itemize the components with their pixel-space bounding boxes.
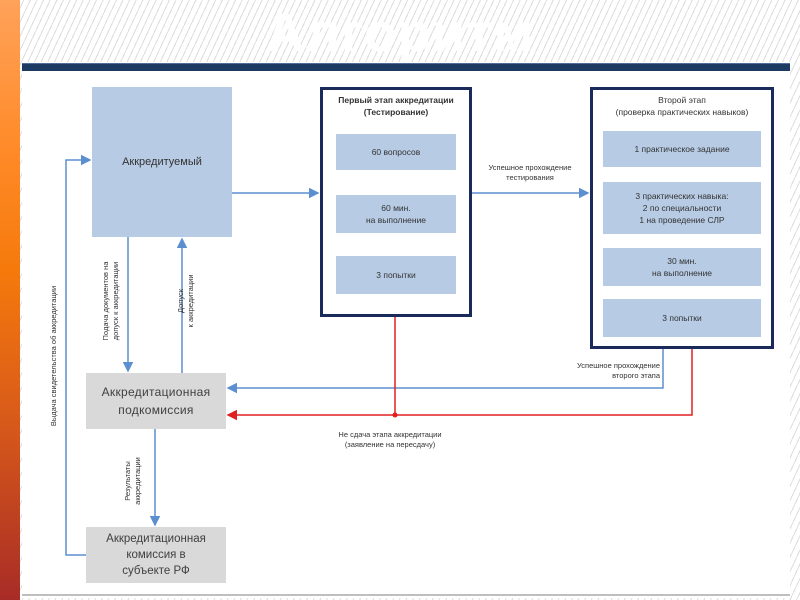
bottom-divider: [22, 594, 790, 596]
label-failure: Не сдача этапа аккредитации (заявление н…: [338, 430, 442, 449]
label-stage2-success: Успешное прохождение второго этапа: [577, 361, 660, 380]
node-subcommission: Аккредитационная подкомиссия: [86, 373, 226, 429]
slide-title: Алгоритм: [265, 3, 535, 63]
node-subcommission-label: Аккредитационная подкомиссия: [101, 385, 211, 417]
node-commission-label: Аккредитационная комиссия в субъекте РФ: [106, 533, 206, 577]
label-certificate: Выдача свидетельства об аккредитации: [49, 285, 58, 427]
node-accredited: Аккредитуемый: [92, 87, 232, 237]
arrow-stage2-success: [226, 349, 664, 394]
failure-junction-dot: [392, 412, 398, 418]
stage1-item: 3 попытки: [336, 256, 456, 294]
label-admission: Допуск к аккредитации: [176, 274, 195, 328]
stage2-box: Второй этап (проверка практических навык…: [590, 87, 774, 349]
stage1-item: 60 вопросов: [336, 134, 456, 170]
stage2-title: Второй этап (проверка практических навык…: [615, 95, 749, 117]
stage1-item: 60 мин. на выполнение: [336, 195, 456, 233]
stage1-title: Первый этап аккредитации (Тестирование): [338, 95, 454, 117]
stage1-box: Первый этап аккредитации (Тестирование) …: [320, 87, 472, 317]
arrow-failure-stage2: [226, 349, 693, 421]
stage2-item: 30 мин. на выполнение: [603, 248, 761, 286]
label-stage1-success: Успешное прохождение тестирования: [488, 163, 572, 182]
label-results: Результаты аккредитации: [123, 457, 142, 505]
node-accredited-label: Аккредитуемый: [122, 156, 202, 168]
arrow-certificate: [65, 154, 92, 556]
stage2-item: 1 практическое задание: [603, 131, 761, 167]
label-submit-docs: Подача документов на допуск к аккредитац…: [101, 261, 120, 341]
stage2-item: 3 попытки: [603, 299, 761, 337]
node-commission: Аккредитационная комиссия в субъекте РФ: [86, 527, 226, 583]
side-accent-strip: [0, 0, 20, 600]
stage2-item: 3 практических навыка: 2 по специальност…: [603, 182, 761, 234]
title-divider: [22, 63, 790, 71]
